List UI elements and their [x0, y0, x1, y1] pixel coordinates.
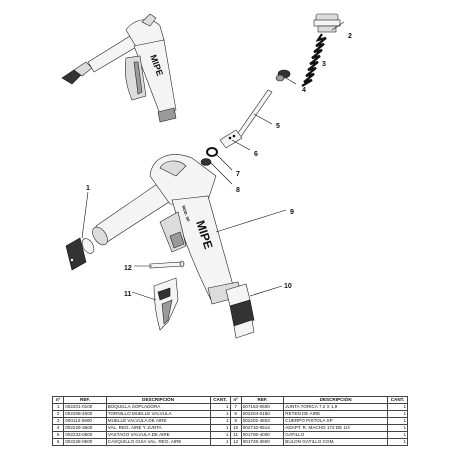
part-4-air-valve-and-seal: [275, 69, 291, 82]
part-1-blow-nozzle: [65, 237, 95, 271]
cell-cant: 1: [387, 410, 408, 418]
cell-ref: 002208-4000: [63, 410, 107, 418]
cell-cant: 1: [387, 403, 408, 411]
assembled-gun-illustration: MIPE: [61, 13, 177, 123]
col-header-desc: DESCRIPCIÓN: [283, 396, 388, 404]
callout-2: 2: [348, 33, 352, 40]
cell-ref: 002233-0500: [63, 431, 107, 439]
cell-ref: 001726-3600: [240, 438, 285, 446]
cell-cant: 1: [387, 424, 408, 432]
cell-cant: 1: [387, 417, 408, 425]
callout-9: 9: [290, 209, 294, 216]
callout-1: 1: [86, 185, 90, 192]
cell-cant: 1: [209, 431, 231, 439]
parts-list-table: nº REF. DESCRIPCIÓN CANT. nº REF. DESCRI…: [51, 396, 408, 446]
cell-num: 5: [51, 431, 65, 439]
callout-3: 3: [322, 61, 326, 68]
cell-ref: 002201-0100: [63, 403, 107, 411]
cell-num: 9: [229, 417, 242, 425]
part-3-air-valve-spring: [301, 33, 327, 87]
cell-desc: VAL. REG. AIRE Y JUNTA: [105, 424, 211, 432]
part-11-trigger: [153, 277, 179, 331]
exploded-diagram: MIPE: [61, 13, 352, 339]
cell-desc: VASTAGO VALVULA DE AIRE: [105, 431, 211, 439]
callout-7: 7: [236, 171, 240, 178]
cell-ref: 002202-4603: [240, 417, 285, 425]
callout-numbers: 2 3 4 5 6 7 8 9 1 10 12 11: [86, 33, 352, 298]
body-model-label: MOD. SP: [181, 205, 191, 223]
cell-cant: 1: [209, 424, 231, 432]
cell-desc: BULON GATILLO COM.: [283, 438, 388, 446]
callout-5: 5: [276, 123, 280, 130]
cell-desc: CUERPO PISTOLA SP: [283, 417, 388, 425]
part-9-gun-body: MIPE MOD. SP: [92, 154, 243, 305]
cell-cant: 1: [387, 438, 408, 446]
cell-desc: MUELLE VALVULA DE AIRE: [105, 417, 211, 425]
cell-num: 3: [51, 417, 65, 425]
cell-cant: 1: [209, 417, 231, 425]
cell-num: 10: [229, 424, 242, 432]
parts-table-header: nº REF. DESCRIPCIÓN CANT. nº REF. DESCRI…: [51, 396, 408, 404]
cell-cant: 1: [387, 431, 408, 439]
part-8-air-seal: [200, 158, 212, 166]
cell-desc: RETEN DE AIRE: [283, 410, 388, 418]
cell-ref: 002229-3600: [63, 424, 107, 432]
cell-num: 7: [229, 403, 242, 411]
col-header-desc: DESCRIPCIÓN: [105, 396, 211, 404]
cell-num: 4: [51, 424, 65, 432]
cell-desc: CASQUILLO GUIA VAL. REG. AIRE: [105, 438, 211, 446]
cell-desc: GATILLO: [283, 431, 388, 439]
part-2-valve-spring-screw: [313, 13, 341, 33]
part-7-o-ring: [206, 147, 218, 157]
part-12-trigger-pin: [149, 260, 185, 269]
cell-desc: JUNTA TORICA 7,2 X 1,9: [283, 403, 388, 411]
cell-cant: 1: [209, 438, 231, 446]
part-10-male-adapter: [225, 283, 255, 339]
col-header-num: nº: [229, 396, 242, 404]
cell-num: 1: [51, 403, 65, 411]
cell-ref: 002204-0150: [240, 410, 285, 418]
callout-4: 4: [302, 87, 306, 94]
callout-12: 12: [124, 265, 132, 272]
col-header-ref: REF.: [63, 396, 107, 404]
leader-lines: [81, 21, 345, 301]
col-header-cant: CANT.: [209, 396, 231, 404]
callout-11: 11: [124, 291, 132, 298]
cell-ref: 002228-0500: [63, 438, 107, 446]
cell-ref: 001706-4000: [240, 431, 285, 439]
cell-num: 12: [229, 438, 242, 446]
col-header-ref: REF.: [240, 396, 285, 404]
callout-8: 8: [236, 187, 240, 194]
cell-num: 2: [51, 410, 65, 418]
cell-num: 11: [229, 431, 242, 439]
part-6-guide-bushing: [219, 129, 243, 149]
cell-ref: 002710-0514: [240, 424, 285, 432]
cell-cant: 1: [209, 403, 231, 411]
cell-desc: TORNILLO MUELLE VALVULA: [105, 410, 211, 418]
cell-num: 6: [51, 438, 65, 446]
col-header-num: nº: [51, 396, 65, 404]
cell-ref: 007163-0600: [240, 403, 285, 411]
cell-cant: 1: [209, 410, 231, 418]
callout-10: 10: [284, 283, 292, 290]
callout-6: 6: [254, 151, 258, 158]
cell-ref: 000113-0600: [63, 417, 107, 425]
cell-desc: ADAPT. R. MACHO 172 DE 1/4: [283, 424, 388, 432]
col-header-cant: CANT.: [387, 396, 408, 404]
cell-num: 8: [229, 410, 242, 418]
cell-desc: BOQUILLA SOPLADORA: [105, 403, 211, 411]
